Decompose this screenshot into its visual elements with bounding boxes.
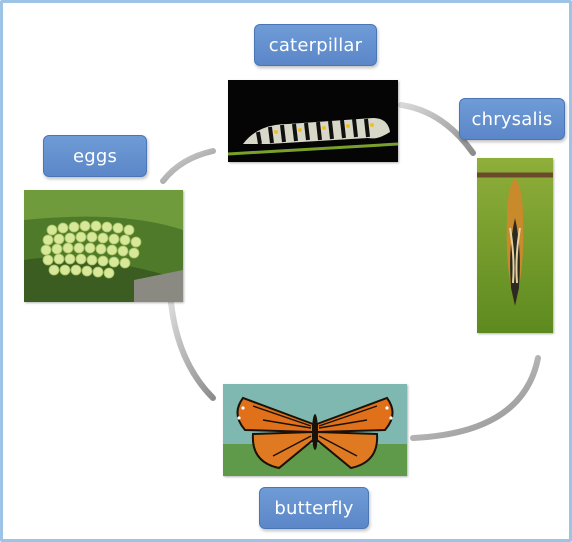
caterpillar-image [228, 80, 398, 162]
stage-label-eggs: eggs [43, 135, 147, 177]
stage-label-butterfly: butterfly [259, 487, 369, 529]
connector-chrysalis-to-butterfly [413, 358, 538, 438]
stage-label-chrysalis: chrysalis [459, 98, 565, 140]
eggs-image [24, 190, 183, 302]
butterfly-image [223, 384, 407, 476]
connector-eggs-to-caterpillar [163, 151, 213, 181]
chrysalis-image [477, 158, 553, 333]
connector-butterfly-to-eggs [171, 303, 213, 398]
stage-label-caterpillar: caterpillar [254, 24, 377, 66]
